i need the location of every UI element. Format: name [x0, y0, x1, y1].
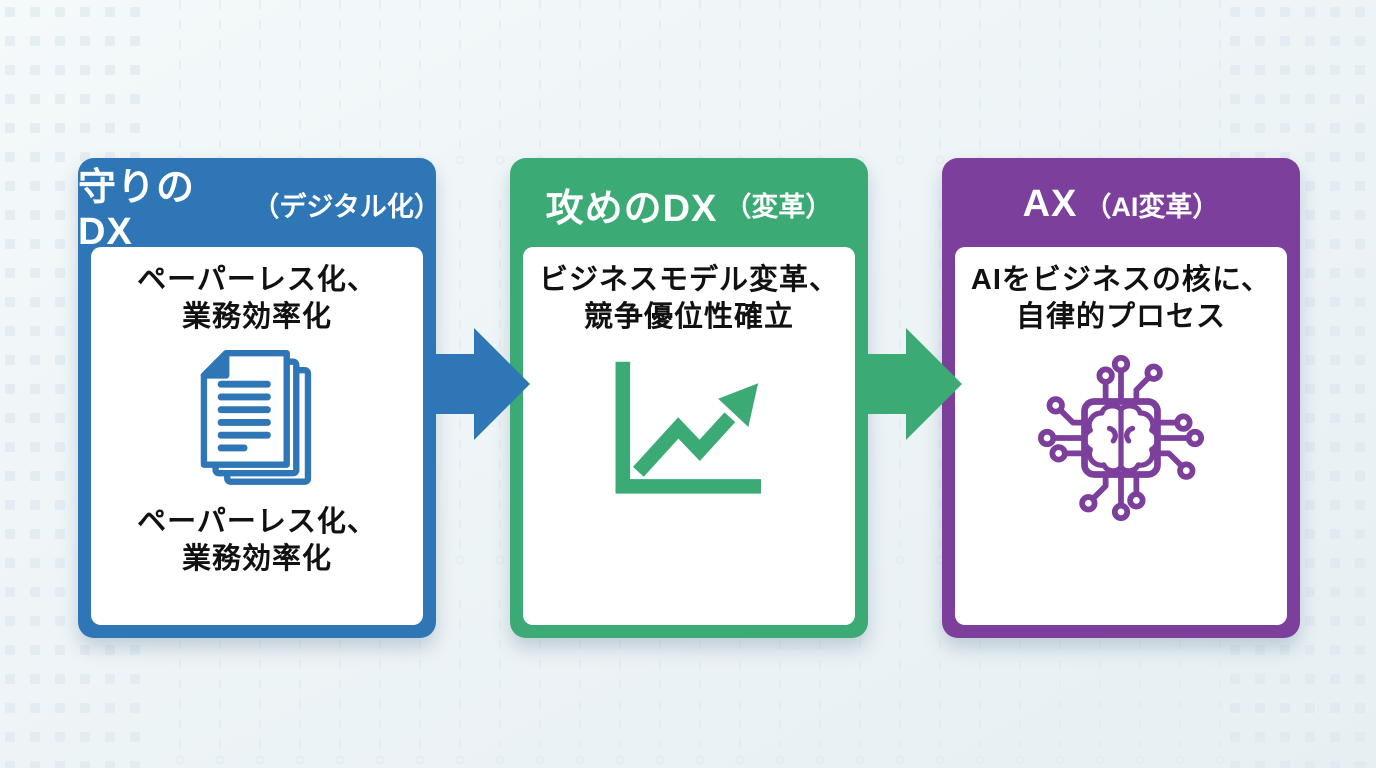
card-body-text: ビジネスモデル変革、 競争優位性確立	[539, 262, 839, 336]
card-panel: ペーパーレス化、 業務効率化	[91, 247, 423, 625]
documents-icon	[199, 350, 315, 488]
card-subtitle: （デジタル化）	[252, 192, 441, 222]
card-body-text: ペーパーレス化、 業務効率化	[137, 262, 377, 336]
card-header: 攻めのDX （変革）	[510, 158, 868, 247]
ai-brain-chip-icon	[1025, 342, 1217, 534]
card-title: 守りのDX	[78, 166, 196, 253]
flow-arrow-1	[426, 328, 530, 440]
body-text-line: 業務効率化	[181, 301, 332, 333]
card-header: AX （AI変革）	[942, 158, 1300, 247]
body-text-line: 競争優位性確立	[583, 301, 794, 333]
card-footer-text: ペーパーレス化、 業務効率化	[137, 504, 377, 578]
card-subtitle: （変革）	[724, 192, 833, 222]
body-text-line: AIをビジネスの核に、	[970, 264, 1272, 296]
growth-chart-icon	[601, 354, 777, 500]
card-title: AX	[1022, 183, 1078, 225]
card-panel: ビジネスモデル変革、 競争優位性確立	[523, 247, 855, 625]
footer-text-line: ペーパーレス化、	[137, 506, 377, 538]
card-seme-dx: 攻めのDX （変革） ビジネスモデル変革、 競争優位性確立	[510, 158, 868, 638]
body-text-line: ペーパーレス化、	[137, 264, 377, 296]
footer-text-line: 業務効率化	[181, 543, 332, 575]
card-panel: AIをビジネスの核に、 自律的プロセス	[955, 247, 1287, 625]
card-mamori-dx: 守りのDX （デジタル化） ペーパーレス化、 業務効率化	[78, 158, 441, 638]
card-title: 攻めのDX	[545, 188, 718, 230]
flow-arrow-2	[858, 328, 962, 440]
card-subtitle: （AI変革）	[1084, 192, 1220, 222]
body-text-line: 自律的プロセス	[1015, 301, 1226, 333]
card-header: 守りのDX （デジタル化）	[78, 158, 441, 253]
body-text-line: ビジネスモデル変革、	[538, 264, 839, 296]
card-ax: AX （AI変革） AIをビジネスの核に、 自律的プロセス	[942, 158, 1300, 638]
card-body-text: AIをビジネスの核に、 自律的プロセス	[971, 262, 1271, 336]
